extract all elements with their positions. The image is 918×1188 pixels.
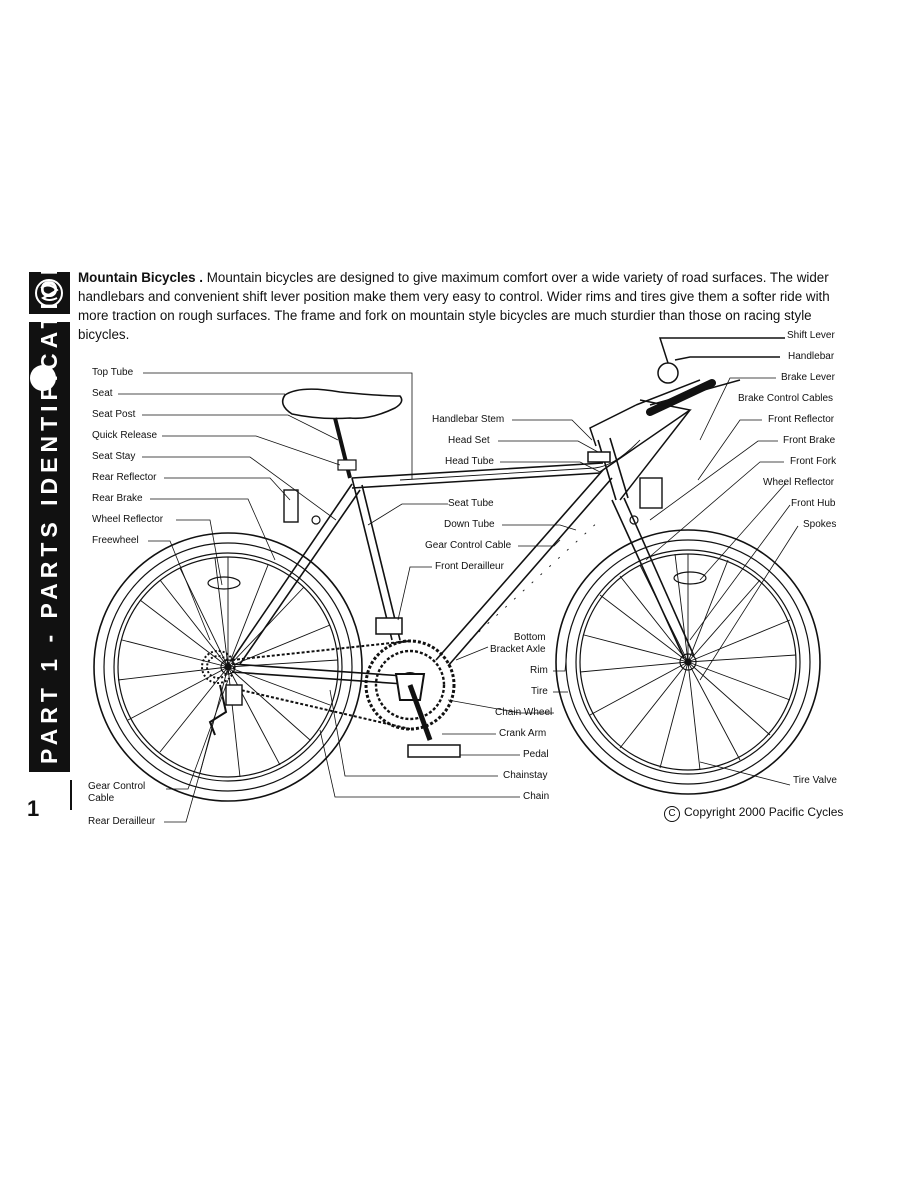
label-seat-post: Seat Post: [92, 409, 136, 420]
seat: [281, 388, 403, 479]
handlebar-assembly: [587, 337, 785, 501]
copyright-notice: C Copyright 2000 Pacific Cycles: [664, 805, 843, 822]
page-number: 1: [27, 796, 40, 821]
label-handlebar: Handlebar: [788, 351, 835, 362]
label-down-tube: Down Tube: [444, 519, 495, 530]
label-front-brake: Front Brake: [783, 435, 836, 446]
label-brake-lever: Brake Lever: [781, 372, 835, 383]
label-head-set: Head Set: [448, 435, 490, 446]
label-handlebar-stem: Handlebar Stem: [432, 414, 505, 425]
label-chain-wheel: Chain Wheel: [495, 707, 553, 718]
rear-wheel: [93, 532, 363, 802]
front-wheel: [555, 529, 821, 795]
label-freewheel: Freewheel: [92, 535, 139, 546]
label-rear-derailleur: Rear Derailleur: [88, 816, 156, 827]
label-front-hub: Front Hub: [791, 498, 836, 509]
intro-heading: Mountain Bicycles .: [78, 270, 204, 285]
label-front-reflector: Front Reflector: [768, 414, 835, 425]
label-brake-control-cables: Brake Control Cables: [738, 393, 834, 404]
label-seat-tube: Seat Tube: [448, 498, 494, 509]
label-gear-control-cable-mid: Gear Control Cable: [425, 540, 512, 551]
label-chainstay: Chainstay: [503, 770, 548, 781]
label-seat-stay: Seat Stay: [92, 451, 136, 462]
label-rear-reflector: Rear Reflector: [92, 472, 157, 483]
label-tire-valve: Tire Valve: [793, 775, 837, 786]
intro-paragraph: Mountain Bicycles . Mountain bicycles ar…: [78, 268, 848, 344]
label-front-derailleur: Front Derailleur: [435, 561, 504, 572]
label-wheel-reflector-front: Wheel Reflector: [763, 477, 835, 488]
brakes-reflectors: [207, 477, 707, 590]
sidebar-dot: [30, 365, 56, 391]
label-pedal: Pedal: [523, 749, 549, 760]
label-tire: Tire: [531, 686, 548, 697]
label-crank-arm: Crank Arm: [499, 728, 547, 739]
copyright-text: Copyright 2000 Pacific Cycles: [684, 805, 844, 819]
label-front-fork: Front Fork: [790, 456, 837, 467]
label-gear-control-cable-left: Gear Control Cable: [88, 781, 146, 804]
label-spokes: Spokes: [803, 519, 837, 530]
label-quick-release: Quick Release: [92, 430, 158, 441]
label-bottom-bracket-axle: Bottom Bracket Axle: [490, 632, 546, 655]
label-rear-brake: Rear Brake: [92, 493, 143, 504]
label-head-tube: Head Tube: [445, 456, 494, 467]
sidebar-band: [29, 322, 70, 772]
label-wheel-reflector-rear: Wheel Reflector: [92, 514, 164, 525]
label-seat: Seat: [92, 388, 113, 399]
intro-body: Mountain bicycles are designed to give m…: [78, 270, 830, 342]
frame: [231, 437, 695, 685]
drivetrain: [208, 617, 461, 758]
cables: [399, 439, 641, 641]
page-rule: [70, 780, 72, 810]
copyright-icon: C: [664, 806, 680, 822]
label-shift-lever: Shift Lever: [787, 330, 835, 341]
label-rim: Rim: [530, 665, 548, 676]
label-top-tube: Top Tube: [92, 367, 134, 378]
label-chain: Chain: [523, 791, 550, 802]
brand-logo: [29, 272, 70, 314]
leader-lines: [118, 372, 799, 823]
